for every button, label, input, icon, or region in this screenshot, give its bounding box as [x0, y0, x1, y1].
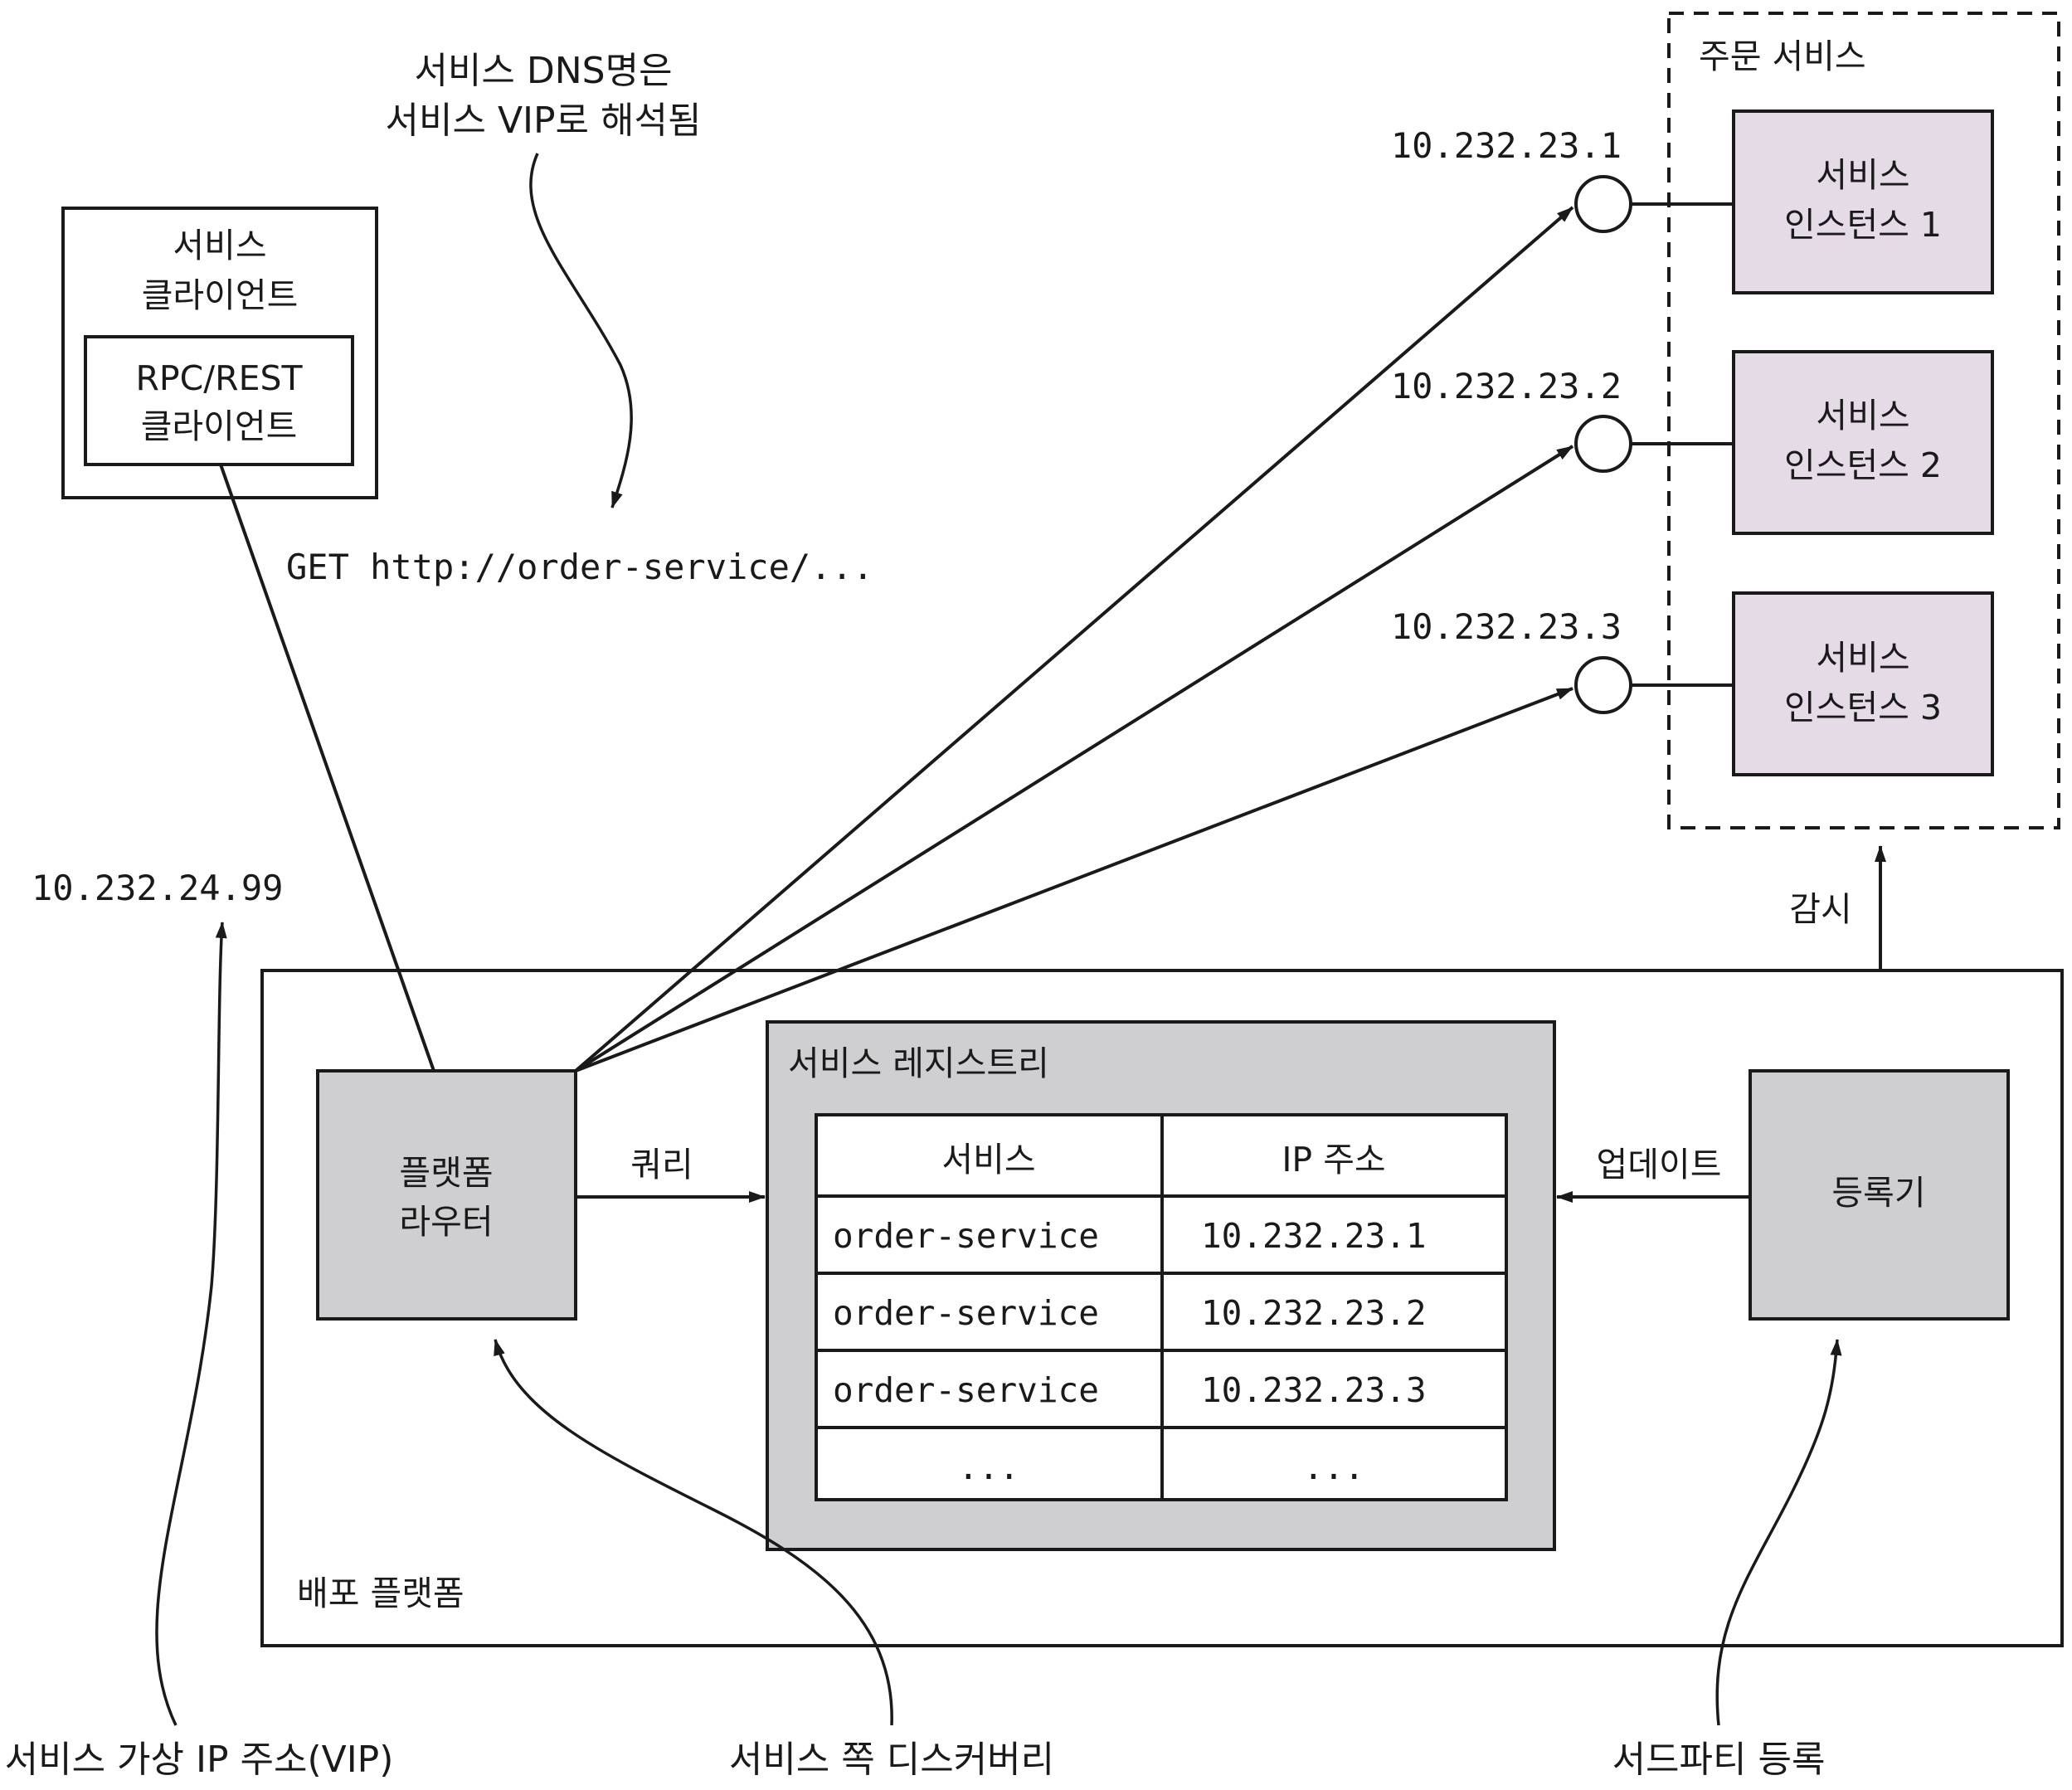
registry-cell-ip: 10.232.23.3	[1201, 1370, 1427, 1410]
rpc-rest-client-label: 클라이언트	[141, 406, 298, 446]
server-side-caption-arrow	[494, 1339, 893, 1726]
vip-caption: 서비스 가상 IP 주소(VIP)	[5, 1739, 394, 1781]
server-side-caption: 서비스 쪽 디스커버리	[729, 1739, 1054, 1781]
dns-note-arrow	[529, 153, 633, 508]
order-service-title: 주문 서비스	[1699, 36, 1866, 76]
registry-header-service: 서비스	[941, 1140, 1035, 1180]
update-label: 업데이트	[1597, 1145, 1722, 1184]
order-service-group	[1667, 12, 2060, 829]
instance-3-line2: 인스턴스 3	[1784, 688, 1942, 727]
ip-label-3: 10.232.23.3	[1391, 606, 1622, 647]
vip-caption-arrow	[155, 922, 227, 1726]
registry-header-ip: IP 주소	[1282, 1140, 1385, 1180]
ip-node-2	[1574, 415, 1632, 473]
dns-note-line2: 서비스 VIP로 해석됨	[386, 100, 702, 142]
service-instance-2	[1732, 350, 1994, 535]
service-instance-3	[1732, 591, 1994, 776]
registrar-box	[1749, 1069, 2010, 1321]
rpc-rest-label: RPC/REST	[135, 358, 303, 398]
vip-address-label: 10.232.24.99	[32, 868, 283, 908]
router-to-instance-1-arrow	[574, 206, 1574, 1073]
third-party-caption: 서드파티 등록	[1612, 1739, 1826, 1781]
watch-label: 감시	[1789, 889, 1851, 929]
rpc-rest-client-box	[84, 335, 354, 466]
registry-cell-service: order-service	[833, 1216, 1099, 1256]
dns-note-line1: 서비스 DNS명은	[414, 50, 672, 92]
service-instance-1	[1732, 109, 1994, 294]
instance-1-line1: 서비스	[1816, 155, 1909, 195]
client-title-line1: 서비스	[173, 226, 266, 265]
client-title-line2: 클라이언트	[142, 275, 299, 315]
router-to-instance-3-arrow	[575, 687, 1573, 1073]
router-to-instance-2-arrow	[574, 445, 1574, 1073]
ip-label-1: 10.232.23.1	[1391, 125, 1622, 166]
registry-cell-ellipsis: ...	[1303, 1447, 1364, 1487]
registrar-label: 등록기	[1831, 1173, 1925, 1213]
registry-cell-service: order-service	[833, 1370, 1099, 1410]
registry-cell-ip: 10.232.23.1	[1201, 1216, 1427, 1256]
query-label: 쿼리	[630, 1145, 693, 1184]
platform-router-box	[316, 1069, 577, 1321]
deployment-platform-label: 배포 플랫폼	[297, 1574, 464, 1613]
third-party-caption-arrow	[1715, 1339, 1842, 1726]
instance-2-line2: 인스턴스 2	[1784, 445, 1942, 485]
service-registry-title: 서비스 레지스트리	[788, 1043, 1049, 1083]
ip-node-1	[1574, 175, 1632, 233]
ip-node-3	[1574, 656, 1632, 714]
registry-table: 서비스 IP 주소 order-service 10.232.23.1 orde…	[815, 1113, 1508, 1501]
instance-2-line1: 서비스	[1816, 396, 1909, 435]
router-line1: 플랫폼	[399, 1153, 493, 1193]
get-request-label: GET http://order-service/...	[286, 547, 873, 587]
registry-cell-ellipsis: ...	[958, 1447, 1019, 1487]
instance-1-line2: 인스턴스 1	[1784, 205, 1942, 245]
client-to-router-line	[219, 464, 435, 1072]
router-line2: 라우터	[399, 1202, 493, 1242]
registry-cell-service: order-service	[833, 1293, 1099, 1333]
registry-cell-ip: 10.232.23.2	[1201, 1293, 1427, 1333]
instance-3-line1: 서비스	[1816, 638, 1909, 678]
ip-label-2: 10.232.23.2	[1391, 366, 1622, 406]
